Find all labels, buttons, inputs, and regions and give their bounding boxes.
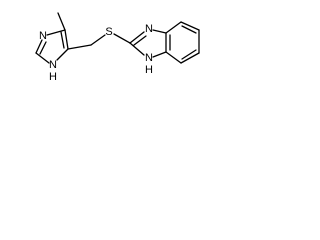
ch2-s-bond (90, 34, 106, 46)
benzene-bond-2-double (181, 25, 197, 34)
imidazole-n1-c5-bond (56, 48, 69, 61)
c5-ch2-bond (67, 44, 92, 50)
imidazole-n-lower-label: N (49, 59, 57, 71)
bzim-c2-n1-bond (129, 42, 145, 56)
atom-labels: N N H S N N H (39, 23, 153, 83)
imidazole-n-upper-label: N (39, 30, 47, 42)
benzene-bond-4 (180, 52, 200, 64)
benzene-bond-2 (180, 21, 200, 31)
s-c2-bond (113, 33, 131, 44)
bzim-c2-n3-bond (129, 31, 145, 44)
imidazole-n3-c2-bond (35, 39, 43, 54)
molecule-structure-diagram: N N H S N N H (35, 12, 200, 83)
imidazole-ring (35, 12, 69, 64)
benzene-bond-1 (165, 21, 182, 34)
methyl-bond (57, 12, 66, 31)
imidazole-c4-n3-bond (46, 29, 66, 36)
bzim-n3-c3a-bond (152, 29, 167, 34)
benzene-bond-4-double (181, 49, 197, 60)
imidazole-c4-c5-bond (64, 29, 69, 50)
benzimidazole-h-label: H (145, 64, 153, 76)
sulfur-label: S (105, 26, 112, 38)
bzim-c2-n3-double (133, 35, 147, 46)
benzene-bond-5 (165, 51, 182, 64)
benzimidazole-ring (129, 21, 200, 64)
thioether-linker (67, 33, 131, 50)
imidazole-c4-c5-double (60, 31, 65, 49)
imidazole-c2-n1-bond (35, 52, 50, 64)
imidazole-n3-c2-double (39, 41, 47, 55)
bzim-n1-c7a-bond (152, 51, 167, 58)
benzimidazole-n-lower-label: N (145, 52, 153, 64)
imidazole-h-label: H (49, 71, 57, 83)
benzimidazole-n-upper-label: N (145, 23, 153, 35)
